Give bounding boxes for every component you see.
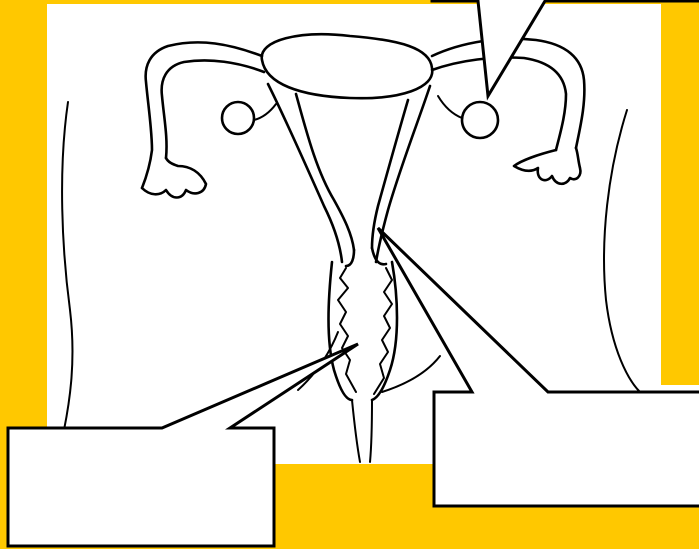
reproductive-diagram — [0, 0, 699, 549]
